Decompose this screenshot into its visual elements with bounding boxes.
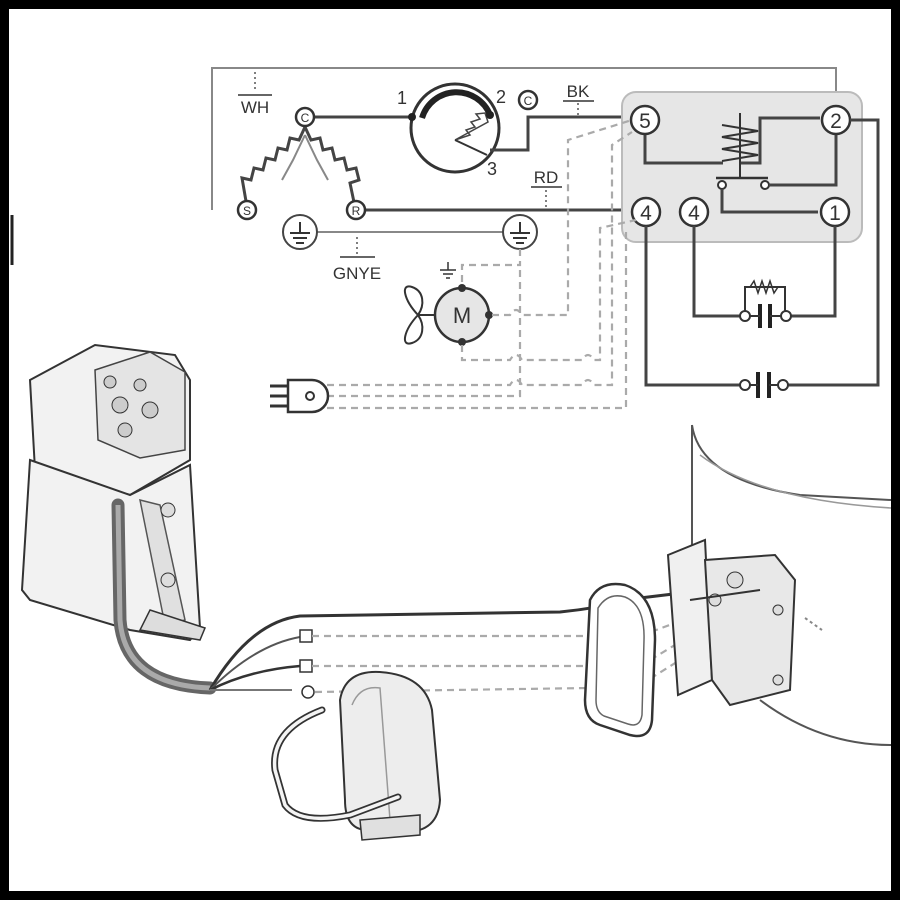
capacitor-illustration	[271, 670, 442, 841]
wire-relay2-out	[785, 118, 880, 387]
terminal-housing-illustration	[20, 343, 207, 642]
relay-terminal-5-label: 5	[639, 110, 651, 133]
winding-cs	[240, 126, 307, 208]
dashed-motor-bottom	[460, 218, 637, 362]
frame-wire	[211, 67, 837, 210]
capacitor-icon	[739, 278, 792, 328]
relay-terminal-5	[629, 104, 661, 136]
wire-relay1-cap	[788, 226, 837, 318]
relay-terminal-2-label: 2	[830, 110, 842, 133]
wire-protector-relay5	[490, 115, 632, 152]
relay-terminal-4b-label: 4	[688, 202, 700, 225]
protector-pin3-label: 3	[487, 159, 497, 179]
wire-label-bk: BK	[567, 82, 590, 101]
dashed-plug-2	[327, 265, 522, 398]
protector-common-terminal	[517, 89, 539, 111]
diagram-panel: C S R WH 1 2 3 C BK RD	[9, 9, 891, 891]
wire-relay4a-down	[644, 226, 742, 387]
ground-icon	[282, 214, 318, 250]
capacitor-icon	[739, 372, 789, 398]
ground-icon	[502, 214, 538, 250]
wire-relay4b-cap	[692, 226, 741, 318]
fan-motor-label: M	[453, 303, 471, 328]
protector-pin1-label: 1	[397, 88, 407, 108]
fan-icon	[403, 285, 434, 345]
dashed-plug-3	[327, 230, 628, 410]
terminal-run-label: R	[352, 204, 361, 218]
protector-pin2-label: 2	[496, 87, 506, 107]
wire-label-rd: RD	[534, 168, 559, 187]
terminal-run	[345, 199, 367, 221]
ground-icon	[440, 262, 456, 279]
plug-icon	[270, 378, 330, 414]
dashed-lower-2	[312, 617, 721, 668]
winding-cr	[303, 126, 361, 208]
relay-contact-wire	[720, 130, 838, 214]
dashed-motor-right	[492, 118, 633, 317]
wire-label-wh: WH	[241, 98, 269, 117]
terminal-start	[236, 199, 258, 221]
terminal-common-label: C	[301, 111, 310, 125]
winding-inner	[281, 134, 329, 181]
terminal-start-label: S	[243, 204, 251, 218]
dashed-plug-1	[327, 131, 633, 387]
dashed-ground-motor	[460, 249, 522, 285]
dashed-lower-3	[314, 609, 761, 694]
relay-terminal-4a-label: 4	[640, 202, 652, 225]
relay-illustration	[666, 538, 823, 707]
cover-gasket	[583, 582, 657, 738]
compressor-body	[691, 424, 891, 501]
relay-terminal-1-label: 1	[829, 202, 841, 225]
thermal-protector	[408, 82, 501, 174]
compressor-seam	[699, 454, 891, 509]
red-wire	[209, 664, 301, 692]
terminal-common	[294, 106, 316, 128]
wire-label-gnye: GNYE	[333, 264, 381, 283]
wiring-diagram: C S R WH 1 2 3 C BK RD	[10, 67, 891, 841]
protector-common-label: C	[524, 94, 533, 108]
grey-wire	[209, 636, 301, 691]
power-cable-highlight	[115, 504, 211, 691]
